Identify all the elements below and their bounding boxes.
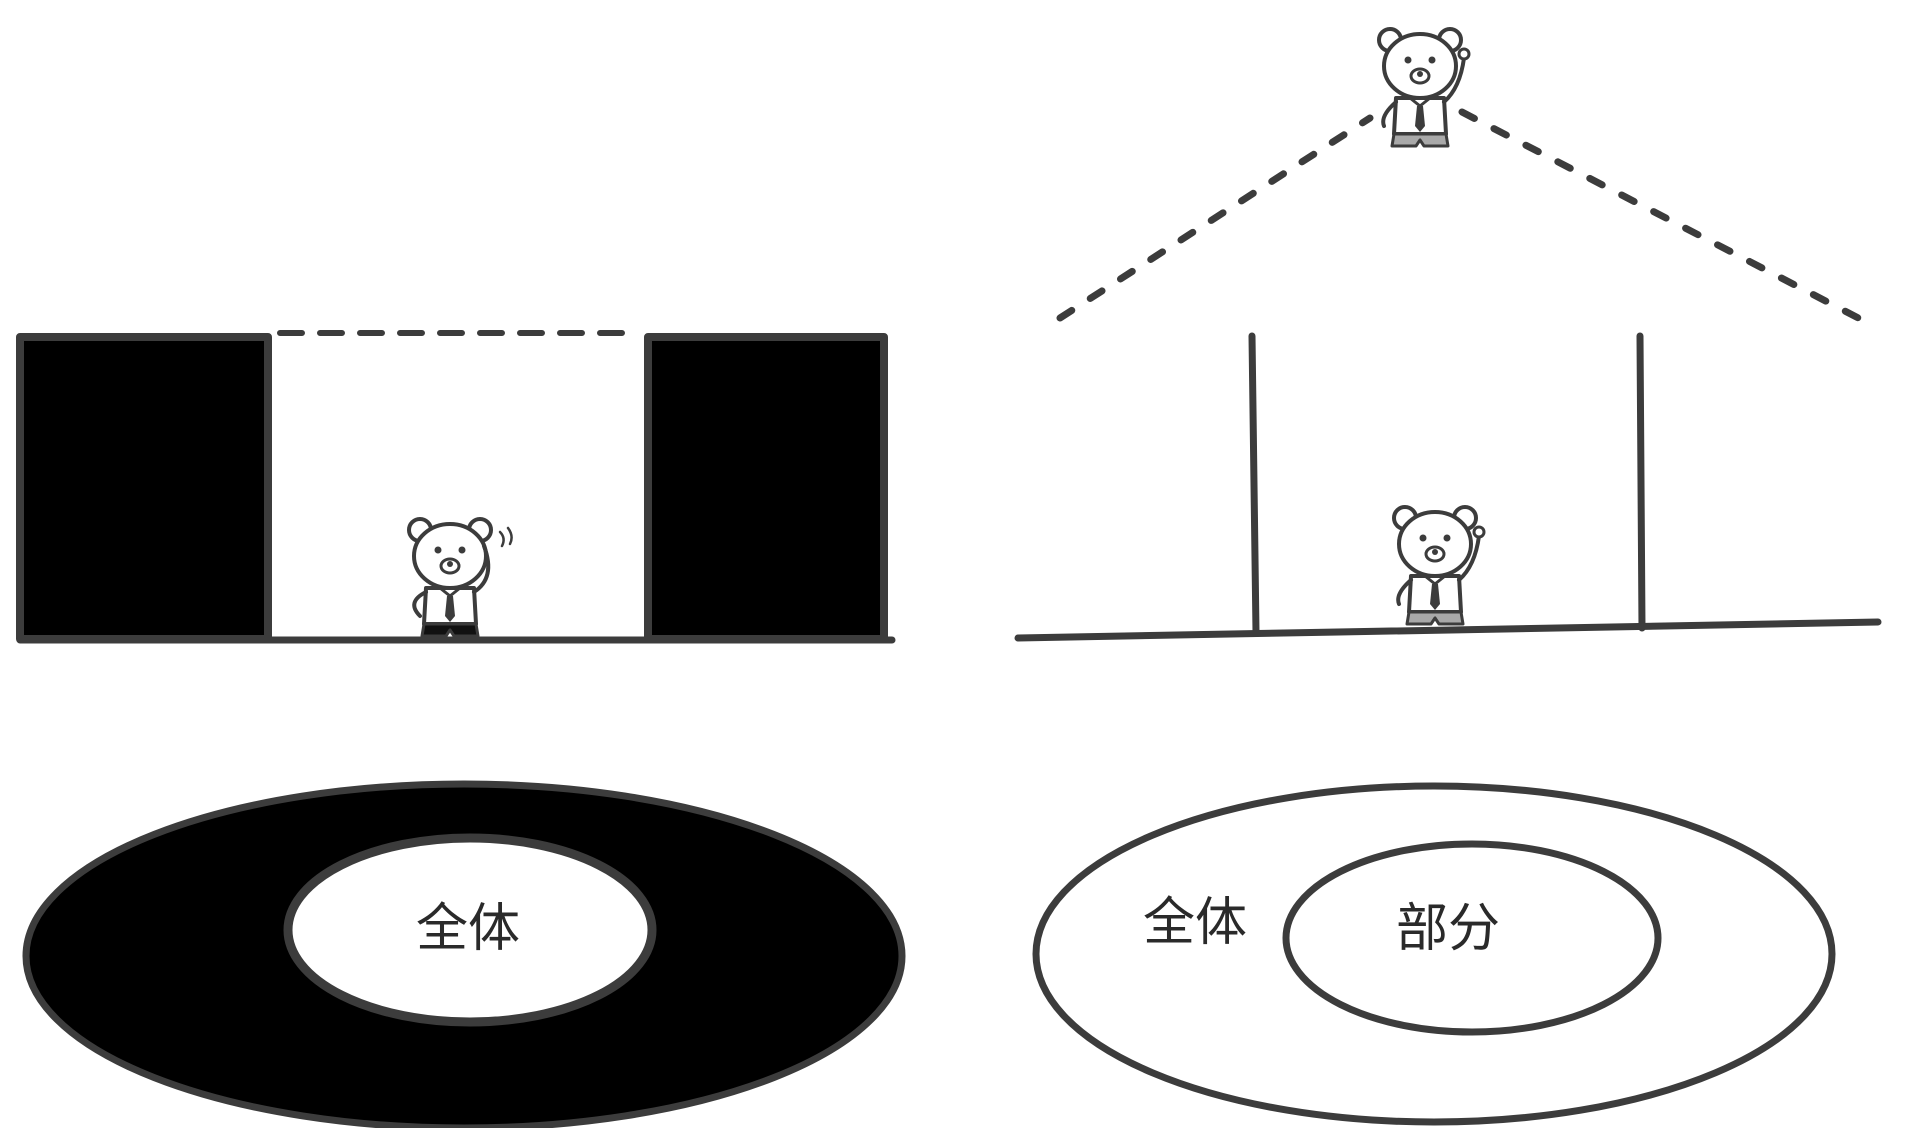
left-dark-block: [16, 333, 272, 643]
right-room-left-wall: [1248, 332, 1260, 636]
confused-bear-figure: [407, 517, 513, 638]
bear-above-figure: [1377, 27, 1471, 148]
left-whole-diagram: 全体: [22, 780, 906, 1128]
right-whole-part-diagram: 全体 部分: [1032, 782, 1836, 1126]
right-dark-block: [644, 333, 888, 643]
right-inner-ellipse: [1282, 840, 1662, 1036]
dashed-sightline-left: [1056, 114, 1374, 322]
right-overview-scene: [1014, 27, 1882, 642]
bear-inside-room-figure: [1392, 505, 1486, 626]
right-room-floor: [1014, 618, 1882, 642]
left-whole-label: 全体: [416, 899, 520, 959]
right-room-right-wall: [1636, 332, 1646, 632]
right-part-label: 部分: [1396, 899, 1500, 959]
left-room-scene: [16, 330, 896, 644]
dashed-sightline-right: [1458, 108, 1870, 326]
right-whole-label: 全体: [1143, 893, 1247, 953]
left-inner-white-ellipse: [283, 833, 657, 1027]
